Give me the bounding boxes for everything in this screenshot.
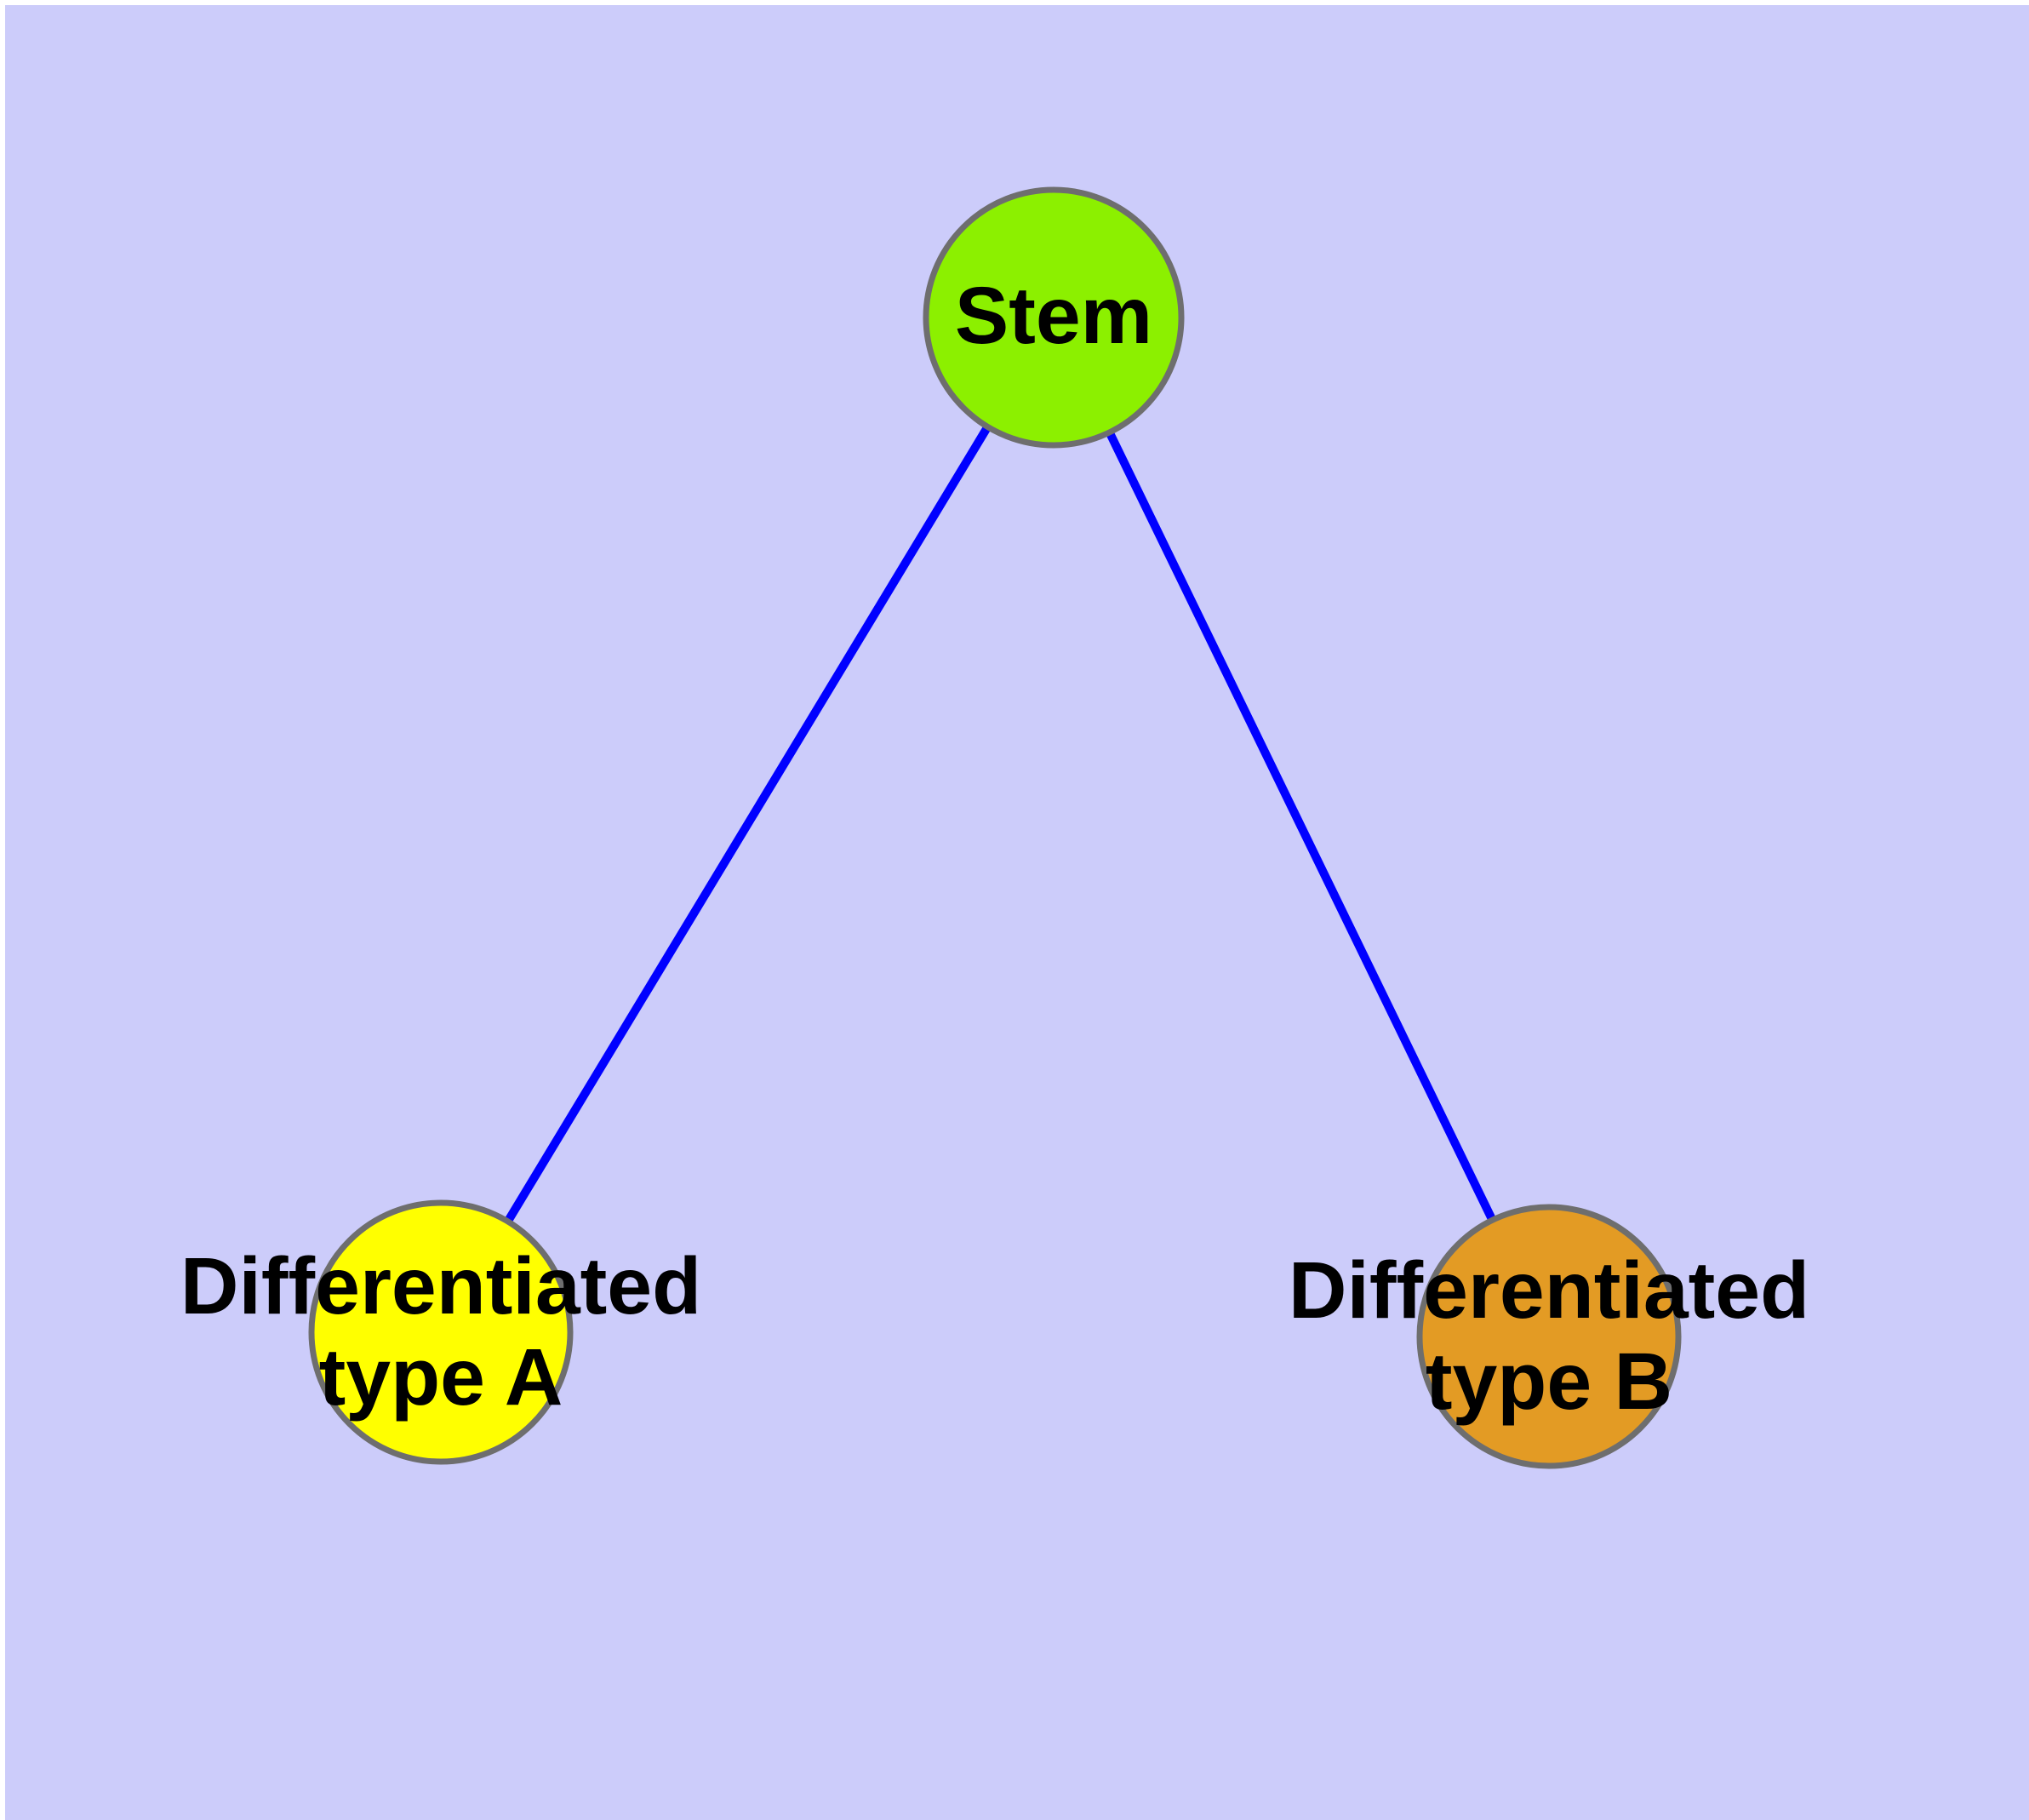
node-label-differentiated-type-b-line1: Differentiated [1289,1245,1809,1336]
node-stem[interactable] [923,186,1185,449]
edge-stem-to-differentiated-a[interactable] [437,315,1058,1335]
nodes-layer [308,186,1682,1469]
node-differentiated-type-b[interactable] [1416,1204,1682,1469]
labels-layer: Stem Differentiated type A Differentiate… [180,271,1809,1427]
node-label-differentiated-type-a-line2: type A [319,1332,563,1422]
node-differentiated-type-a[interactable] [308,1199,574,1465]
node-label-differentiated-type-b-line2: type B [1426,1336,1672,1427]
edge-stem-to-differentiated-b[interactable] [1049,315,1553,1339]
node-label-differentiated-type-a-line1: Differentiated [180,1241,701,1331]
edges-layer [437,315,1553,1339]
node-label-stem: Stem [955,271,1152,361]
